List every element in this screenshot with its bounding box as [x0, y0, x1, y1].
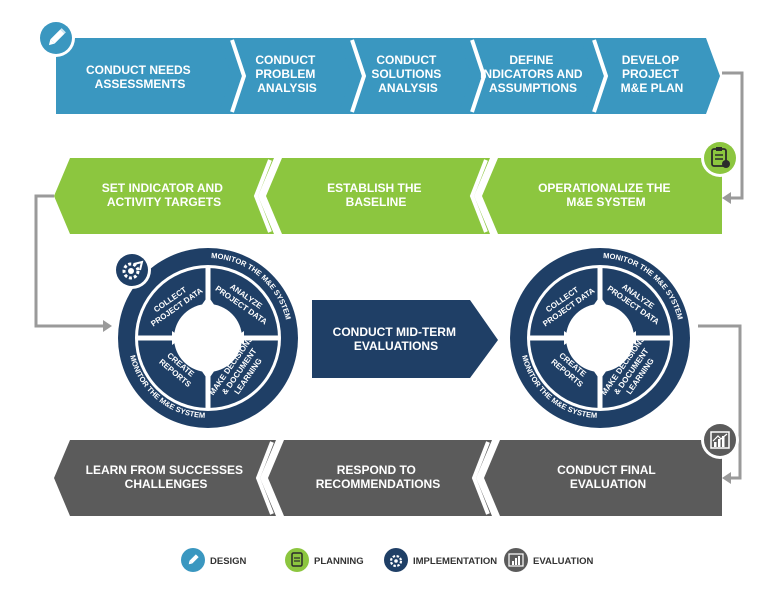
- legend-item-design: DESIGN: [181, 548, 247, 572]
- planning-step-3-label: SET INDICATOR AND ACTIVITY TARGETS: [102, 181, 226, 209]
- monitoring-cycle-right: MONITOR THE M&E SYSTEM MONITOR THE M&E S…: [510, 248, 690, 428]
- design-row: CONDUCT NEEDS ASSESSMENTS CONDUCT PROBLE…: [37, 19, 720, 114]
- legend-item-planning: PLANNING: [285, 548, 364, 572]
- legend-label: PLANNING: [314, 556, 364, 567]
- legend-label: IMPLEMENTATION: [413, 556, 497, 567]
- gear-icon: [122, 260, 144, 280]
- connector-arrowhead: [103, 320, 112, 332]
- planning-step-chevron: [482, 158, 722, 234]
- design-step-4-label: DEFINE INDICATORS AND ASSUMPTIONS: [480, 53, 586, 95]
- evaluation-step-2-label: RESPOND TO RECOMMENDATIONS: [316, 463, 440, 491]
- pencil-icon: [188, 554, 199, 565]
- planning-row: OPERATIONALIZE THE M&E SYSTEM ESTABLISH …: [54, 139, 739, 234]
- design-step-3-label: CONDUCT SOLUTIONS ANALYSIS: [371, 53, 444, 95]
- design-badge: [37, 19, 75, 57]
- evaluation-step-3-label: LEARN FROM SUCCESSES CHALLENGES: [86, 463, 247, 491]
- evaluation-row: CONDUCT FINAL EVALUATION RESPOND TO RECO…: [54, 421, 739, 516]
- design-step-1-label: CONDUCT NEEDS ASSESSMENTS: [86, 63, 194, 91]
- design-step-chevron: [458, 38, 600, 114]
- connector-arrowhead: [722, 472, 731, 484]
- design-step-chevron: [338, 38, 478, 114]
- chart-icon: [508, 553, 524, 567]
- evaluation-step-chevron: [484, 440, 722, 516]
- planning-step-chevron: [54, 158, 274, 234]
- pencil-icon: [48, 28, 66, 46]
- legend-label: EVALUATION: [533, 556, 593, 567]
- implementation-row: CONDUCT MID-TERM EVALUATIONS MONIT: [113, 248, 690, 428]
- gear-icon: [389, 554, 403, 568]
- planning-step-chevron: [266, 158, 490, 234]
- design-step-5-label: DEVELOP PROJECT M&E PLAN: [621, 53, 684, 95]
- design-step-chevron: [218, 38, 358, 114]
- connector-arrowhead: [722, 192, 731, 204]
- implementation-badge: [113, 251, 151, 289]
- monitoring-cycle-left: MONITOR THE M&E SYSTEM MONITOR THE M&E S…: [113, 248, 298, 428]
- legend-item-implementation: IMPLEMENTATION: [384, 548, 497, 572]
- legend: DESIGN PLANNING IMPLEMENTATION: [181, 548, 593, 572]
- connector-planning-to-implementation: [34, 194, 104, 328]
- planning-badge: [701, 139, 739, 177]
- connectors: [34, 71, 744, 480]
- connector-implementation-to-evaluation: [698, 324, 742, 480]
- evaluation-step-chevron: [268, 440, 492, 516]
- evaluation-step-chevron: [54, 440, 276, 516]
- chart-icon: [710, 431, 730, 449]
- connector-design-to-planning: [722, 71, 744, 200]
- legend-label: DESIGN: [210, 556, 247, 567]
- clipboard-icon: [291, 552, 303, 567]
- midterm-arrow: [312, 300, 498, 378]
- evaluation-step-1-label: CONDUCT FINAL EVALUATION: [557, 463, 659, 491]
- design-step-2-label: CONDUCT PROBLEM ANALYSIS: [255, 53, 318, 95]
- design-step-chevron: [580, 38, 720, 114]
- planning-step-1-label: OPERATIONALIZE THE M&E SYSTEM: [538, 181, 674, 209]
- planning-step-2-label: ESTABLISH THE BASELINE: [327, 181, 425, 209]
- clipboard-icon: [711, 147, 730, 168]
- legend-item-evaluation: EVALUATION: [504, 548, 593, 572]
- design-step-chevron: [56, 38, 238, 114]
- evaluation-badge: [701, 421, 739, 459]
- midterm-label: CONDUCT MID-TERM EVALUATIONS: [333, 325, 460, 353]
